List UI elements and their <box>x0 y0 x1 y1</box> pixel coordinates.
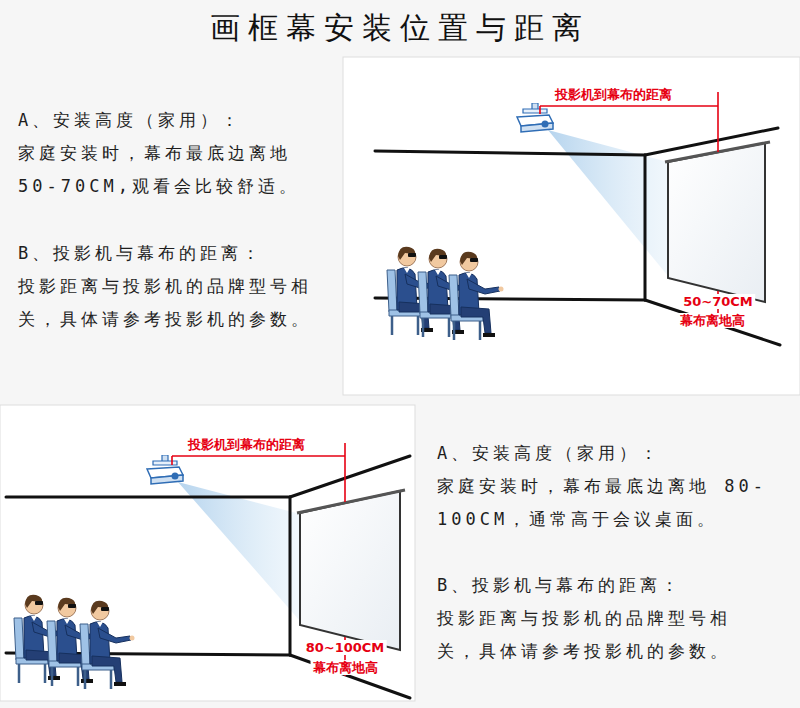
light-beam <box>178 482 300 621</box>
viewer <box>80 601 135 689</box>
drawing-part <box>290 655 410 698</box>
screen <box>668 143 765 302</box>
room-lines <box>375 128 780 345</box>
drawing-part <box>644 155 647 300</box>
note-text: 家庭安装时，幕布最底边离地 50-70CM,观看会比较舒适。 <box>18 137 328 203</box>
drawing-part <box>540 105 718 107</box>
screen <box>300 491 400 650</box>
section-heading: B、投影机与幕布的距离： <box>18 237 328 270</box>
note-text: 家庭安装时，幕布最底边离地 80-100CM，通常高于会议桌面。 <box>437 470 777 536</box>
drawing-part <box>6 496 290 499</box>
note-text: 投影距离与投影机的品牌型号相关，具体请参考投影机的参数。 <box>437 602 742 668</box>
drawing-part <box>172 455 345 457</box>
viewer <box>449 252 504 340</box>
page-title: 画框幕安装位置与距离 <box>210 8 590 49</box>
section-heading: B、投影机与幕布的距离： <box>437 569 742 602</box>
section-heading: A、安装高度（家用）： <box>18 104 328 137</box>
light-beam <box>548 130 668 276</box>
dimension-label: 幕布离地高 <box>678 313 747 328</box>
dimension-value: 80~100CM <box>304 640 387 655</box>
drawing-part <box>290 456 410 497</box>
section-heading: A、安装高度（家用）： <box>437 437 777 470</box>
drawing-part <box>717 92 719 152</box>
dimension-label: 投影机到幕布的距离 <box>553 87 674 102</box>
room-lines <box>6 456 410 698</box>
drawing-part <box>171 456 173 465</box>
dimension-value: 50~70CM <box>681 294 755 309</box>
dimension-label: 幕布离地高 <box>311 660 380 675</box>
drawing-part <box>289 497 292 655</box>
projector <box>517 103 553 132</box>
screen-rod <box>297 490 405 513</box>
drawing-part <box>539 106 541 114</box>
panel <box>343 57 800 395</box>
dimension-label: 投影机到幕布的距离 <box>186 437 307 452</box>
projector <box>147 455 183 484</box>
note-text: 投影距离与投影机的品牌型号相关，具体请参考投影机的参数。 <box>18 270 328 336</box>
red-distance <box>540 92 718 326</box>
drawing-part <box>375 151 645 155</box>
panel <box>0 405 415 701</box>
drawing-part <box>344 443 346 502</box>
